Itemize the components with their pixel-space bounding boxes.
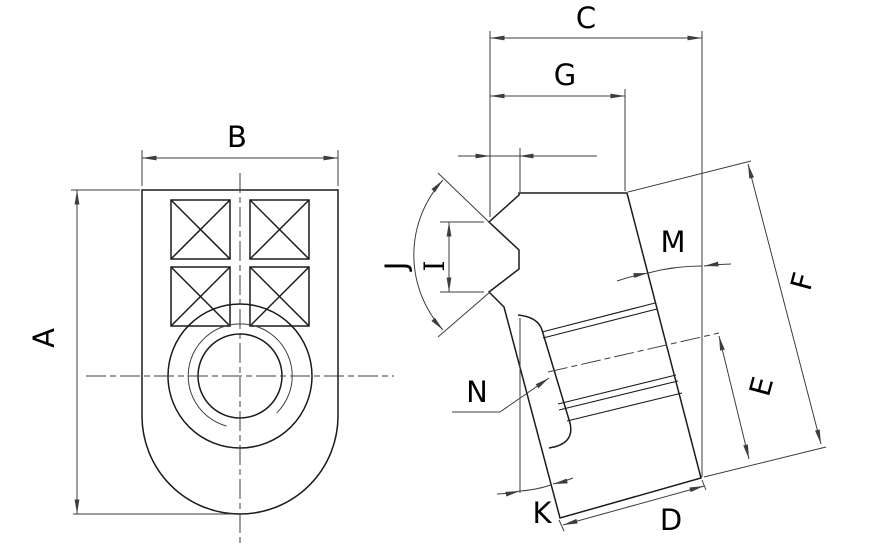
thread-major-arc	[187, 323, 293, 427]
side-view: C G I J	[379, 1, 827, 537]
thread-line	[558, 380, 679, 411]
angle-arc	[552, 477, 574, 485]
extension-line	[437, 291, 491, 338]
dimension-line	[562, 485, 705, 526]
dim-label-i: I	[418, 260, 451, 271]
angle-arc	[616, 272, 649, 282]
dim-n: N	[452, 375, 550, 413]
pad-square	[249, 266, 310, 327]
pad-diagonal	[249, 266, 310, 327]
pad-square	[249, 199, 310, 260]
dimension-line	[747, 163, 822, 445]
pad-diagonal	[170, 266, 231, 327]
dim-label-d: D	[660, 503, 682, 537]
angle-arc	[647, 265, 703, 274]
thread-line	[541, 302, 656, 333]
extension-line	[701, 479, 707, 491]
dimension-line	[718, 335, 750, 460]
serrated-pad-bottom-left	[170, 266, 231, 327]
dim-label-k: K	[532, 496, 552, 530]
pad-diagonal	[249, 199, 310, 260]
leader-line	[499, 377, 550, 413]
pad-square	[170, 266, 231, 327]
dim-g: G	[490, 58, 626, 191]
part-outline-side	[487, 192, 702, 519]
dim-c: C	[489, 1, 703, 477]
extension-line	[558, 519, 565, 532]
angle-arc	[703, 261, 732, 267]
thread-line	[542, 308, 658, 339]
dim-label-c: C	[576, 1, 596, 35]
dim-d: D	[558, 479, 707, 537]
extension-line	[703, 446, 827, 478]
thread-line	[566, 392, 683, 422]
dim-label-m: M	[660, 225, 685, 259]
boss-profile-side	[517, 314, 572, 449]
serrated-pad-top-left	[170, 199, 231, 260]
dim-label-j: J	[379, 262, 413, 273]
serrated-pad-bottom-right	[249, 266, 310, 327]
dim-label-e: E	[743, 373, 781, 400]
dim-f: F	[627, 160, 822, 445]
dim-e: E	[718, 335, 781, 460]
dim-j: J	[379, 172, 491, 338]
dim-label-g: G	[554, 58, 576, 92]
angle-arc	[519, 484, 552, 492]
angle-arc	[413, 179, 444, 331]
dim-label-a: A	[27, 328, 61, 348]
thread-line	[557, 374, 677, 405]
dim-i: I	[418, 221, 484, 293]
extension-line	[437, 172, 491, 224]
thread-center-line	[547, 332, 720, 373]
serrated-pad-top-right	[249, 199, 310, 260]
angle-arc	[496, 490, 521, 497]
part-outline-front	[141, 189, 339, 515]
pad-square	[170, 199, 231, 260]
dim-b: B	[141, 120, 339, 186]
dim-a: A	[27, 189, 233, 515]
front-view: A B	[27, 120, 394, 546]
dim-m: M	[616, 225, 732, 282]
extension-line	[627, 160, 752, 193]
dim-k: K	[496, 477, 574, 530]
dim-label-n: N	[466, 375, 488, 409]
dim-label-b: B	[227, 120, 247, 154]
dim-label-f: F	[784, 269, 821, 294]
pad-diagonal	[170, 199, 231, 260]
threaded-hole-side	[541, 302, 720, 422]
